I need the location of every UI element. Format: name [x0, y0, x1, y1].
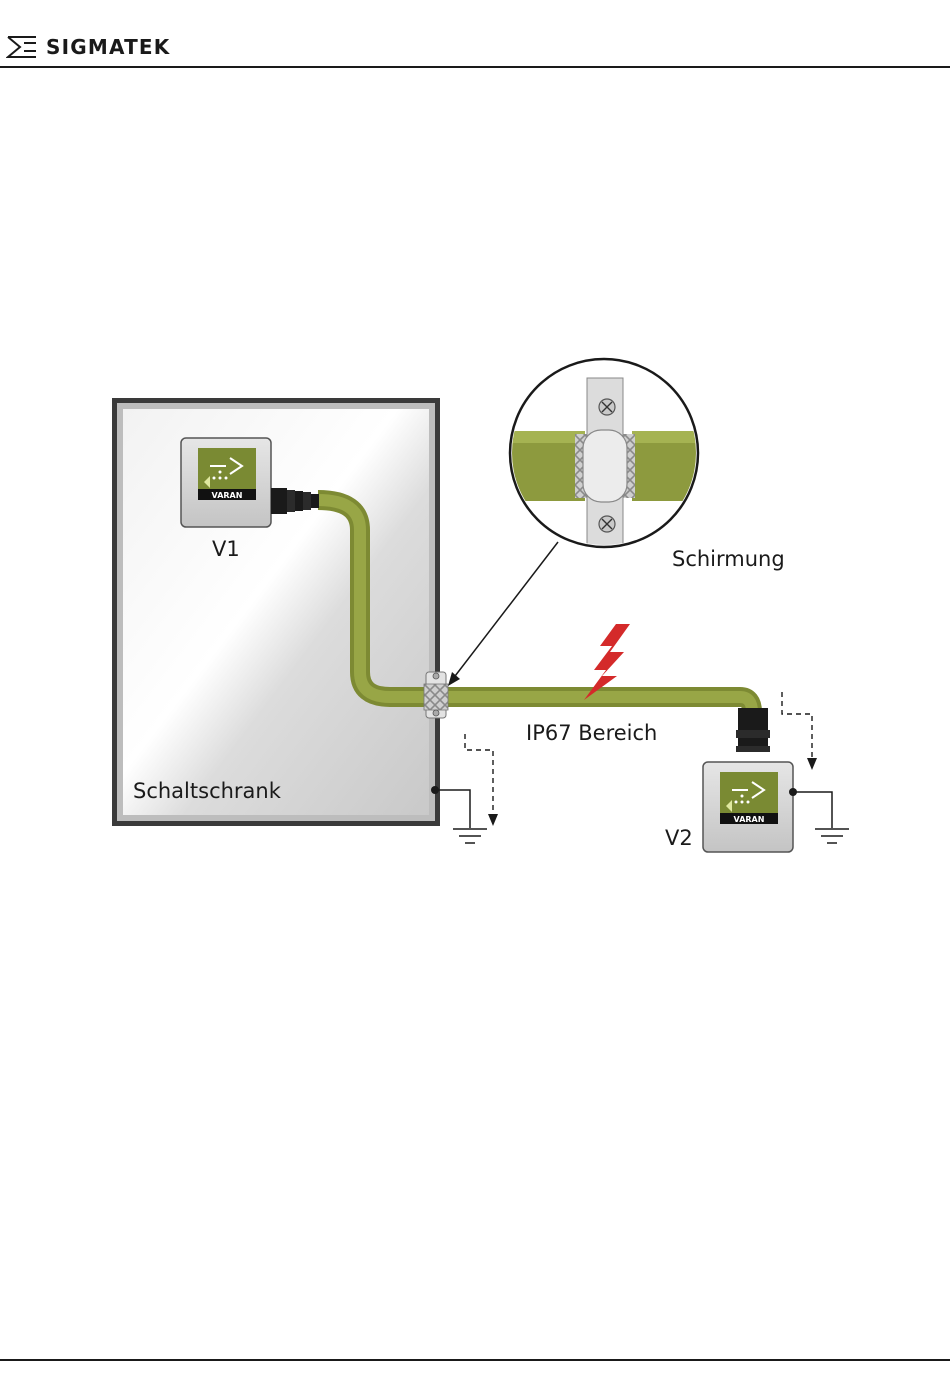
footer-rule: [0, 1359, 950, 1361]
label-v2: V2: [665, 826, 693, 850]
device-v2: VARAN: [703, 708, 793, 852]
label-v1: V1: [212, 537, 240, 561]
label-ip67: IP67 Bereich: [526, 721, 657, 745]
ground-icon: [815, 829, 849, 843]
ground-icon: [453, 829, 487, 843]
control-cabinet: [112, 398, 440, 826]
v2-badge-text: VARAN: [734, 815, 765, 824]
screw-icon: [599, 516, 615, 532]
label-schaltschrank: Schaltschrank: [133, 779, 282, 803]
screw-icon: [599, 399, 615, 415]
cabinet-shield-clamp: [424, 672, 448, 718]
shield-magnifier: [505, 359, 712, 554]
v1-badge-text: VARAN: [212, 491, 243, 500]
cabinet-ground: [431, 734, 498, 843]
label-schirmung: Schirmung: [672, 547, 785, 571]
screw-icon: [433, 673, 439, 679]
arrow-icon: [448, 542, 558, 686]
